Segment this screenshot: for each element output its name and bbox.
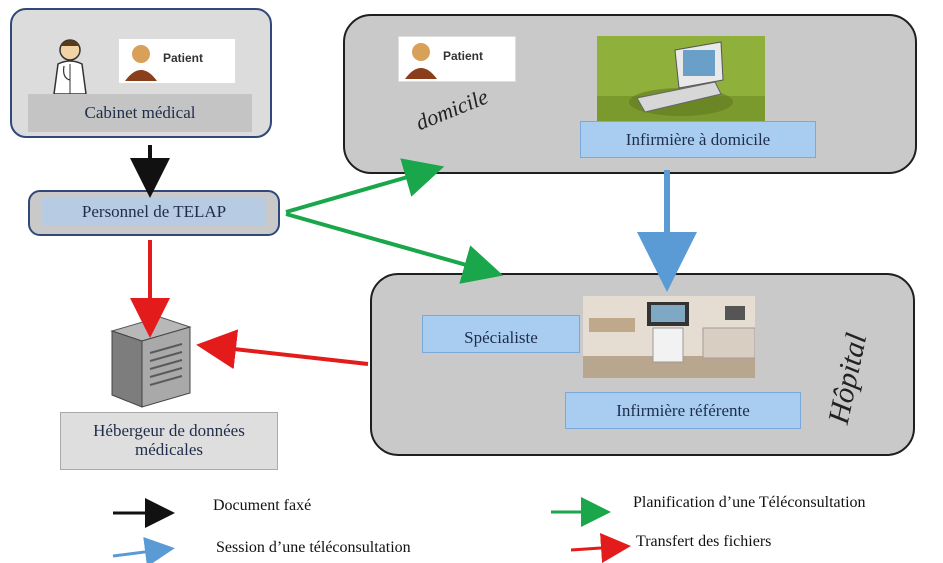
cabinet-medical-label: Cabinet médical	[28, 94, 252, 132]
legend-planification: Planification d’une Téléconsultation	[633, 494, 866, 511]
legend-transfert: Transfert des fichiers	[636, 533, 772, 550]
doctor-icon	[53, 39, 87, 95]
telap-label: Personnel de TELAP	[42, 198, 266, 226]
legend-session: Session d’une téléconsultation	[216, 539, 411, 556]
patient-icon	[405, 43, 437, 79]
legend-arrow-red	[570, 533, 631, 563]
patient-badge-cabinet: Patient	[118, 38, 236, 84]
infirmiere-referente-label: Infirmière référente	[565, 392, 801, 429]
patient-icon	[125, 45, 157, 81]
arrow-telap-to-domicile	[285, 158, 445, 214]
specialiste-label: Spécialiste	[422, 315, 580, 353]
patient-badge-label: Patient	[443, 49, 484, 63]
telemedicine-device-image	[597, 36, 765, 122]
legend-document-faxe: Document faxé	[213, 497, 312, 514]
hebergeur-label: Hébergeur de données médicales	[60, 412, 278, 470]
arrow-hopital-to-server	[196, 329, 369, 370]
patient-badge-domicile: Patient	[398, 36, 516, 82]
server-icon	[110, 316, 192, 408]
infirmiere-domicile-label: Infirmière à domicile	[580, 121, 816, 158]
arrow-telap-to-hopital	[285, 212, 504, 284]
patient-badge-label: Patient	[163, 51, 204, 65]
legend-arrow-blue	[112, 537, 175, 563]
hospital-room-image	[583, 296, 755, 378]
